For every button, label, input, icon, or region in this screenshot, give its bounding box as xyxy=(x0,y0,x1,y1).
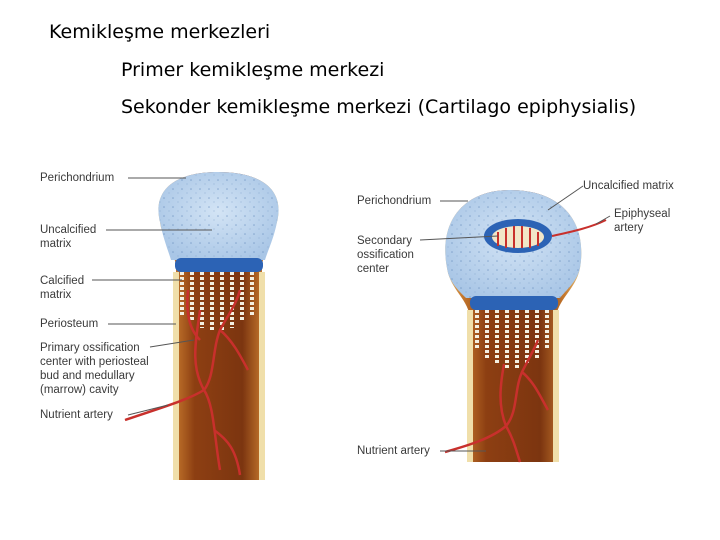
label-uncalcified-matrix-left: Uncalcified matrix xyxy=(40,223,96,251)
label-perichondrium-right: Perichondrium xyxy=(357,194,431,208)
secondary-center-heading: Sekonder kemikleşme merkezi (Cartilago e… xyxy=(121,96,636,118)
left-bone xyxy=(125,172,279,480)
label-epiphyseal-artery: Epiphyseal artery xyxy=(614,207,670,235)
ossification-figure: Perichondrium Uncalcified matrix Calcifi… xyxy=(0,150,720,490)
label-uncalcified-matrix-right: Uncalcified matrix xyxy=(583,179,674,193)
right-bone xyxy=(445,190,606,462)
label-calcified-matrix: Calcified matrix xyxy=(40,274,84,302)
slide-title: Kemikleşme merkezleri xyxy=(49,21,270,43)
label-periosteum: Periosteum xyxy=(40,317,98,331)
label-nutrient-artery-left: Nutrient artery xyxy=(40,408,113,422)
label-perichondrium-left: Perichondrium xyxy=(40,171,114,185)
label-nutrient-artery-right: Nutrient artery xyxy=(357,444,430,458)
label-secondary-ossification-center: Secondary ossification center xyxy=(357,234,414,276)
label-primary-ossification-center: Primary ossification center with periost… xyxy=(40,341,149,397)
primary-center-heading: Primer kemikleşme merkezi xyxy=(121,59,384,81)
